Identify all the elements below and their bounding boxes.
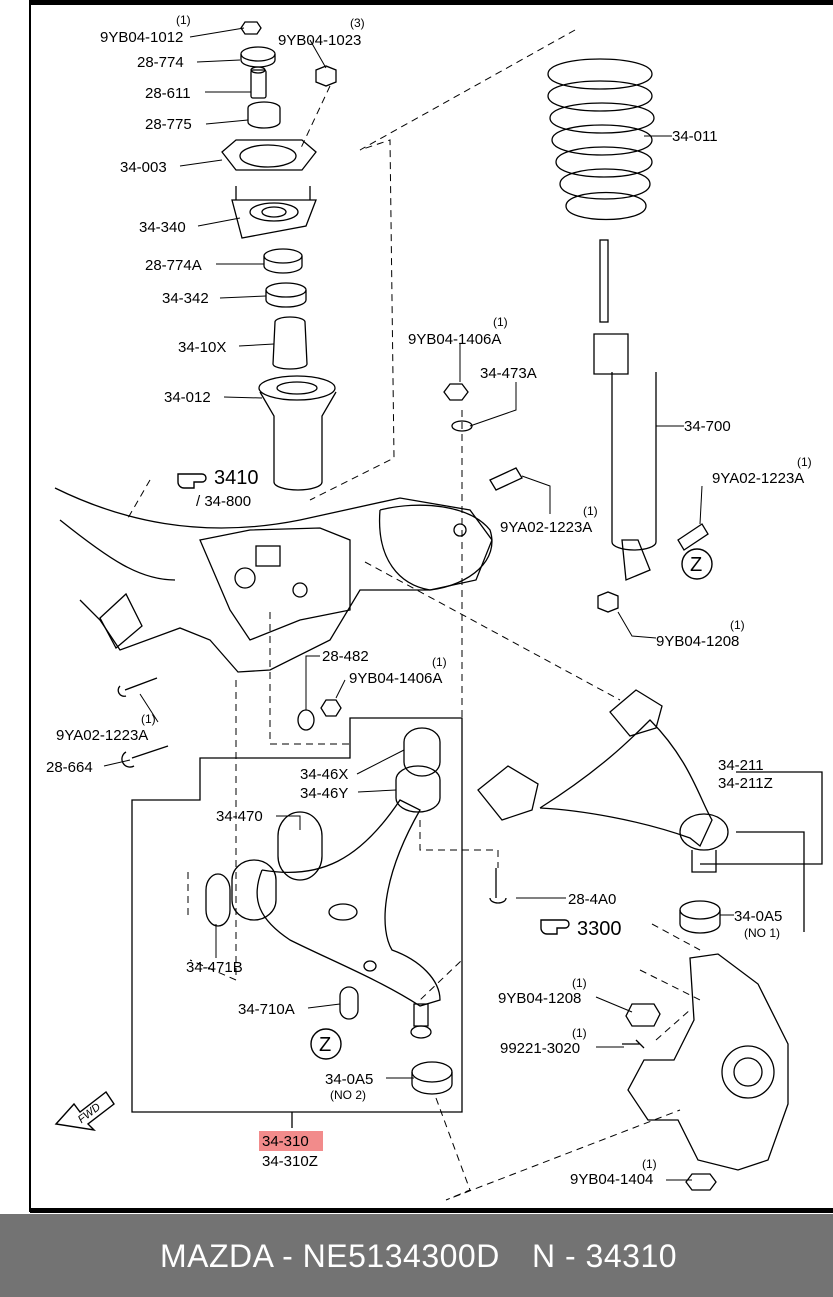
qty-label: (1) (572, 976, 587, 990)
qty-label: (1) (642, 1157, 657, 1171)
qty-label: (1) (493, 315, 508, 329)
part-callout: 34-470 (216, 808, 263, 825)
part-callout: 9YB04-1406A (408, 331, 501, 348)
part-callout: 34-342 (162, 290, 209, 307)
suspension-exploded-diagram: FWD Z Z (1) 9YB04-1012 (3) 9YB04-1023 28… (29, 0, 833, 1213)
part-callout: 34-700 (684, 418, 731, 435)
part-callout: 28-774 (137, 54, 184, 71)
part-callout: / 34-800 (196, 493, 251, 510)
qty-label: (1) (797, 455, 812, 469)
part-callout: 28-664 (46, 759, 93, 776)
part-callout: 34-710A (238, 1001, 295, 1018)
reference-3300[interactable]: 3300 (577, 918, 622, 940)
part-note: (NO 1) (744, 926, 780, 940)
part-callout: 34-10X (178, 339, 226, 356)
part-callout: 34-011 (672, 128, 718, 145)
part-callout-highlighted: 34-310 (262, 1133, 309, 1150)
qty-label: (3) (350, 16, 365, 30)
part-callout: 9YB04-1023 (278, 32, 361, 49)
part-callout: 34-012 (164, 389, 211, 406)
part-callout: 99221-3020 (500, 1040, 580, 1057)
part-callout: 9YB04-1406A (349, 670, 442, 687)
z-marker-upper: Z (690, 554, 702, 576)
part-callout: 9YA02-1223A (712, 470, 804, 487)
part-callout: 9YB04-1404 (570, 1171, 653, 1188)
qty-label: (1) (432, 655, 447, 669)
part-callout: 28-774A (145, 257, 202, 274)
part-callout: 9YA02-1223A (500, 519, 592, 536)
part-callout: 9YB04-1208 (498, 990, 581, 1007)
part-note: (NO 2) (330, 1088, 366, 1102)
part-callout: 28-611 (145, 85, 191, 102)
part-callout: 34-473A (480, 365, 537, 382)
hand-pointer-icon (540, 919, 570, 935)
part-callout: 34-0A5 (325, 1071, 373, 1088)
qty-label: (1) (141, 712, 156, 726)
part-callout: 34-46Y (300, 785, 348, 802)
part-callout: 28-482 (322, 648, 369, 665)
part-callout: 9YA02-1223A (56, 727, 148, 744)
caption-reference: N - 34310 (532, 1238, 678, 1274)
hand-pointer-icon (177, 473, 207, 489)
qty-label: (1) (572, 1026, 587, 1040)
qty-label: (1) (583, 504, 598, 518)
caption-bar: MAZDA - NE5134300D N - 34310 (0, 1214, 833, 1297)
part-callout: 9YB04-1012 (100, 29, 183, 46)
qty-label: (1) (730, 618, 745, 632)
caption-part-number: MAZDA - NE5134300D (160, 1238, 500, 1274)
z-marker-lower: Z (319, 1034, 331, 1056)
part-callout: 34-471B (186, 959, 243, 976)
reference-3410[interactable]: 3410 (214, 467, 259, 489)
highlight-box (259, 1131, 323, 1151)
part-callout: 34-0A5 (734, 908, 782, 925)
part-callout: 34-340 (139, 219, 186, 236)
part-callout: 34-46X (300, 766, 348, 783)
part-callout: 34-211Z (718, 775, 773, 792)
part-callout: 34-003 (120, 159, 167, 176)
part-callout: 9YB04-1208 (656, 633, 739, 650)
part-callout: 28-775 (145, 116, 192, 133)
part-callout: 34-211 (718, 757, 764, 774)
part-callout: 28-4A0 (568, 891, 616, 908)
qty-label: (1) (176, 13, 191, 27)
part-callout: 34-310Z (262, 1153, 318, 1170)
